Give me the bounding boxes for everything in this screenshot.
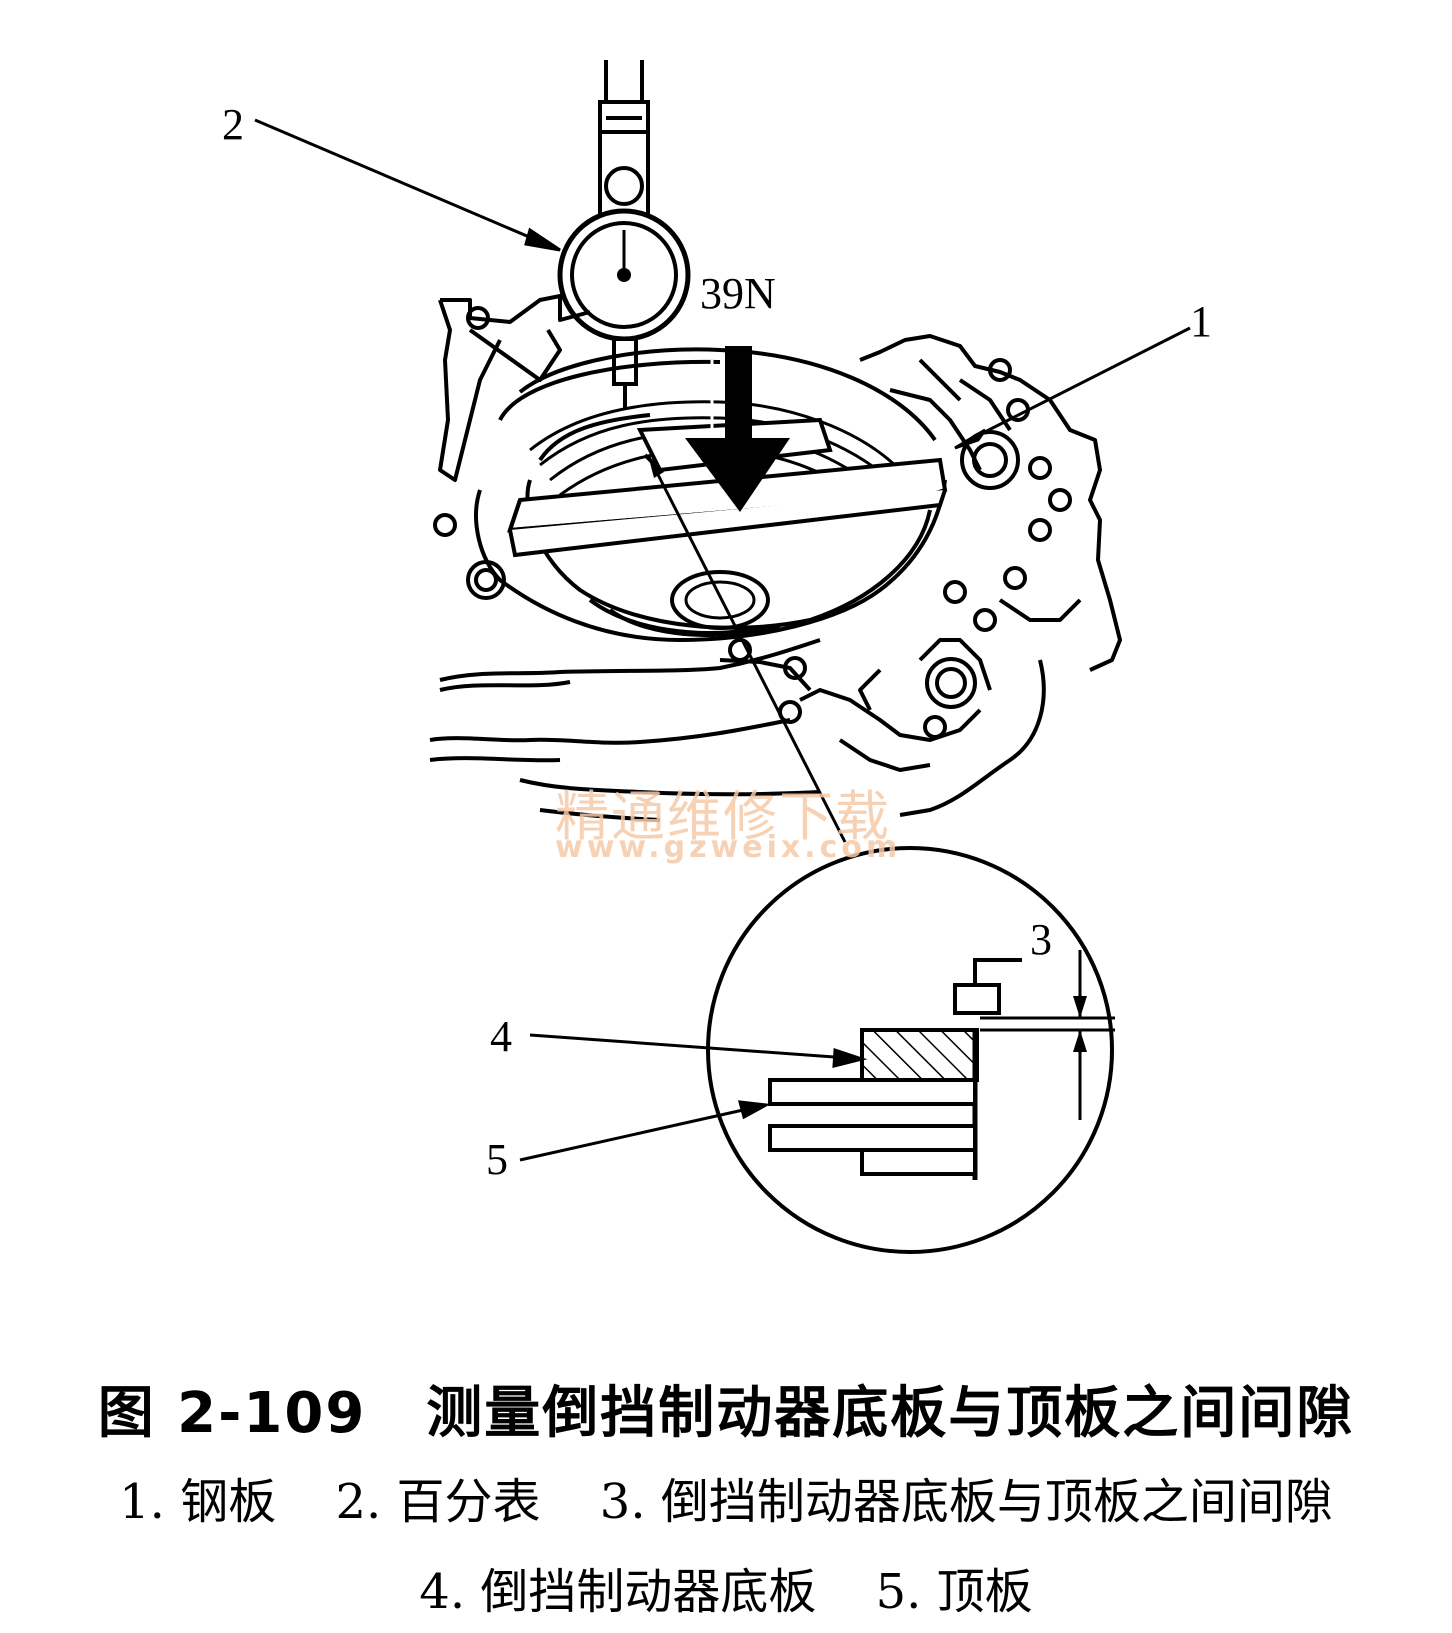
figure-caption: 图 2-109 测量倒挡制动器底板与顶板之间间隙: [0, 1368, 1452, 1449]
legend-item-1: 1. 钢板: [119, 1474, 277, 1530]
callout-1: 1: [1190, 297, 1212, 346]
legend-line-1: 1. 钢板 2. 百分表 3. 倒挡制动器底板与顶板之间间隙: [0, 1462, 1452, 1532]
transmission-case: [429, 294, 1122, 822]
legend-item-3: 3. 倒挡制动器底板与顶板之间间隙: [599, 1474, 1333, 1530]
legend-line-2: 4. 倒挡制动器底板 5. 顶板: [0, 1552, 1452, 1622]
callout-5: 5: [486, 1135, 508, 1184]
detail-leader-line: [646, 454, 847, 843]
force-arrow: [685, 346, 790, 512]
watermark-text: 精通维修下载: [555, 785, 891, 848]
technical-illustration: [254, 60, 1191, 1254]
callout-2: 2: [222, 100, 244, 149]
legend-item-2: 2. 百分表: [335, 1474, 541, 1530]
dial-indicator: [557, 60, 691, 410]
callout-4: 4: [490, 1012, 512, 1061]
force-label: 39N: [700, 269, 776, 318]
callout-3: 3: [1030, 915, 1052, 964]
figure-number: 图 2-109: [97, 1381, 367, 1446]
figure-title: 测量倒挡制动器底板与顶板之间间隙: [426, 1381, 1355, 1446]
detail-view: [706, 846, 1115, 1254]
legend-item-4: 4. 倒挡制动器底板: [419, 1564, 817, 1620]
watermark-url: www.gzweix.com: [555, 830, 902, 865]
callout-leaders: [254, 118, 1191, 1162]
legend-item-5: 5. 顶板: [875, 1564, 1033, 1620]
